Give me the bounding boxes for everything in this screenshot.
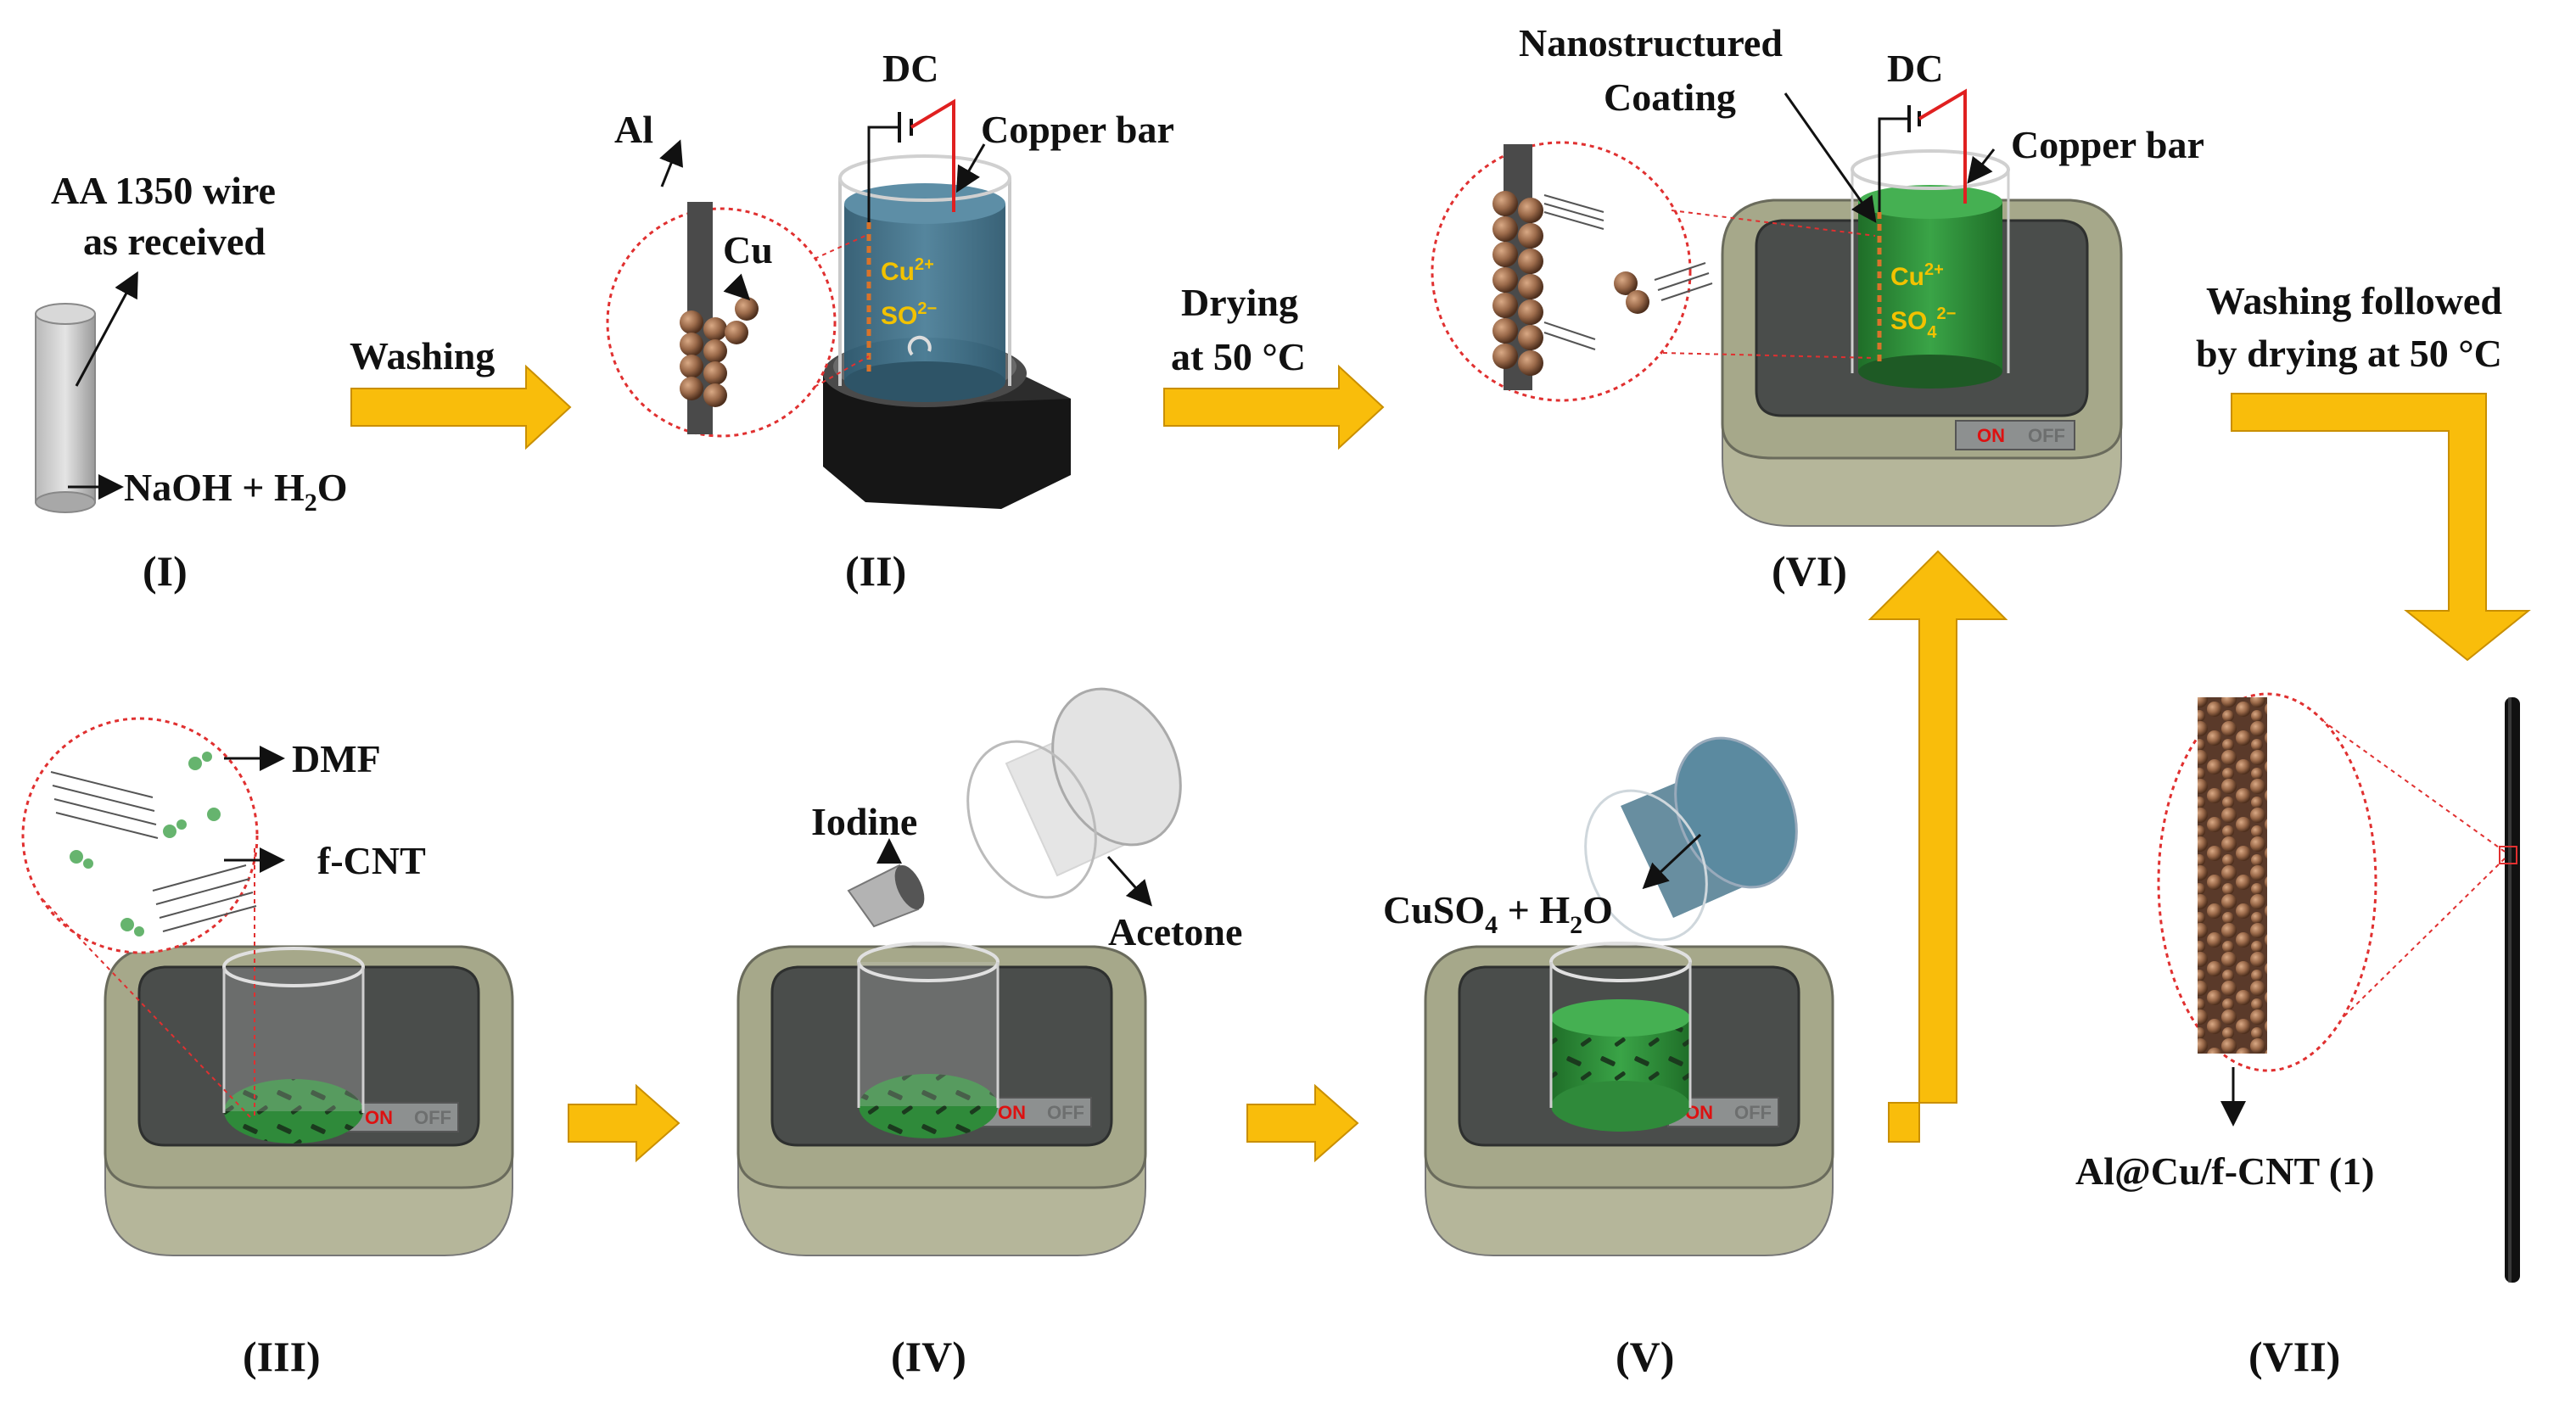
wire-label: AA 1350 wire: [51, 169, 276, 212]
step-2-electrodeposition: DC Copper bar Cu2+ SO2−: [606, 47, 1174, 595]
beaker-5: [1549, 942, 1692, 1132]
cnt-tubes-dispersion: [50, 771, 257, 932]
drying-temp-label: at 50 °C: [1171, 335, 1306, 378]
step-label-2: (II): [845, 547, 906, 595]
copper-cnt-coating: [1492, 191, 1649, 376]
arrow-4-to-5: [1246, 1083, 1359, 1163]
drying-label: Drying: [1181, 281, 1298, 324]
step-label-5: (V): [1616, 1333, 1674, 1380]
zoom-circle-al-cu: [606, 139, 870, 438]
step-label-6: (VI): [1772, 547, 1847, 595]
wire-pointer-arrow: [75, 271, 138, 387]
iodine-cup: [847, 864, 925, 928]
washing-followed-label: Washing followed: [2206, 279, 2502, 322]
arrow-5-to-6: [1868, 550, 2008, 1143]
step-4-iodine-acetone: ON OFF Iodine Acetone (IV): [736, 687, 1242, 1380]
control-panel-6: [1955, 420, 2075, 450]
dc-source-right: [1878, 88, 1967, 212]
as-received-label: as received: [83, 220, 266, 263]
aluminium-wire: [35, 313, 96, 503]
svg-text:ON: ON: [365, 1107, 393, 1128]
by-drying-label: by drying at 50 °C: [2196, 332, 2502, 375]
ion-cu-left: Cu2+: [881, 255, 934, 286]
product-label: Al@Cu/f-CNT (1): [2075, 1149, 2374, 1193]
step-label-7: (VII): [2248, 1333, 2340, 1380]
dc-source-left: [867, 98, 955, 222]
iodine-label: Iodine: [811, 800, 917, 843]
svg-text:OFF: OFF: [1047, 1102, 1084, 1123]
step-label-1: (I): [143, 547, 188, 595]
dc-label-left: DC: [882, 47, 938, 90]
fcnt-label: f-CNT: [317, 839, 426, 882]
svg-text:OFF: OFF: [2028, 425, 2065, 446]
washing-drying-arrow: Washing followed by drying at 50 °C: [2196, 279, 2531, 662]
step-3-dispersion: ON OFF D: [21, 717, 514, 1380]
al-label: Al: [614, 108, 653, 151]
coating-label: Coating: [1604, 75, 1736, 119]
beaker-4: [857, 942, 1000, 1138]
washing-arrow: Washing: [350, 334, 572, 450]
svg-text:OFF: OFF: [414, 1107, 451, 1128]
arrow-3-to-4: [568, 1083, 680, 1163]
svg-text:ON: ON: [998, 1102, 1026, 1123]
beaker-blue: [838, 154, 1011, 402]
dmf-molecules: [70, 752, 221, 937]
zoom-circle-dispersion: [21, 717, 259, 1119]
copper-particles: [680, 297, 759, 407]
cuso4-label: CuSO4 + H2O: [1383, 888, 1613, 939]
step-6-coating-bath: ON OFF DC Copper bar Nanostructured Coat…: [1431, 21, 2204, 595]
zoom-circle-coating: [1431, 141, 1876, 402]
step-label-3: (III): [243, 1333, 321, 1380]
drying-arrow: Drying at 50 °C: [1163, 281, 1385, 450]
coated-wire: [2505, 697, 2520, 1283]
ion-so4-left: SO2−: [881, 299, 937, 330]
beaker-green: [1851, 149, 2010, 389]
svg-text:ON: ON: [1977, 425, 2005, 446]
copper-bar-label-right: Copper bar: [2011, 123, 2204, 166]
naoh-label: NaOH + H2O: [124, 466, 348, 517]
acetone-beaker: [966, 687, 1182, 899]
zoom-circle-product: [2157, 692, 2377, 1072]
ultrasonic-bath-4: ON OFF: [736, 945, 1147, 1256]
beaker-3: [222, 947, 365, 1143]
step-7-product: Al@Cu/f-CNT (1) (VII): [2075, 692, 2520, 1380]
step-label-4: (IV): [891, 1333, 966, 1380]
step-1-wire: AA 1350 wire as received NaOH + H2O (I): [35, 169, 348, 595]
copper-cnt-texture: [2198, 697, 2267, 1054]
acetone-label: Acetone: [1108, 910, 1242, 953]
nanostructured-label: Nanostructured: [1519, 21, 1783, 64]
step-5-cuso4: ON OFF CuSO4 + H2O (V): [1383, 736, 1834, 1380]
cnt-tubes-zoom: [1543, 194, 1713, 350]
copper-bar-pointer: [956, 143, 986, 193]
cu-label: Cu: [723, 228, 773, 271]
washing-label: Washing: [350, 334, 495, 377]
svg-text:OFF: OFF: [1734, 1102, 1772, 1123]
dmf-label: DMF: [292, 737, 381, 780]
ion-cu-right: Cu2+: [1890, 260, 1944, 291]
copper-bar-label-left: Copper bar: [981, 108, 1174, 151]
ion-so4-right: SO42−: [1890, 305, 1956, 342]
dc-label-right: DC: [1887, 47, 1943, 90]
